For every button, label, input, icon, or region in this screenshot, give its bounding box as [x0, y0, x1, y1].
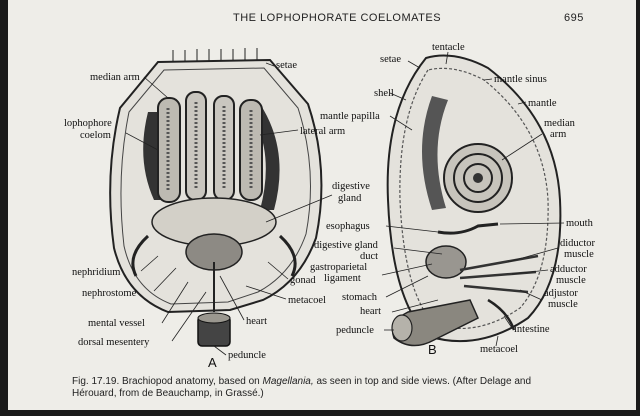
label-b-stomach: stomach — [342, 292, 378, 303]
label-b-adductor-1: adductor — [550, 264, 587, 275]
label-a-median-arm: median arm — [90, 72, 140, 83]
label-a-mental-vessel: mental vessel — [88, 318, 145, 329]
label-a-peduncle: peduncle — [228, 350, 266, 361]
label-b-adjustor-1: adjustor — [544, 288, 578, 299]
label-a-nephrostome: nephrostome — [82, 288, 137, 299]
label-a-gonad: gonad — [290, 275, 316, 286]
panel-b-letter: B — [428, 342, 437, 357]
label-b-mouth: mouth — [566, 218, 594, 229]
panel-a-inner-margin — [120, 67, 311, 305]
label-b-heart: heart — [360, 306, 381, 317]
label-b-shell: shell — [374, 88, 394, 99]
panel-a-peduncle — [197, 312, 231, 347]
panel-b-shell-inner — [399, 67, 549, 330]
caption-prefix: Fig. 17.19. Brachiopod anatomy, based on — [72, 376, 260, 387]
label-b-intestine: intestine — [514, 324, 550, 335]
caption-line2: Hérouard, from de Beauchamp, in Grassé.) — [72, 388, 264, 399]
panel-a-setae — [172, 48, 258, 62]
label-b-median-2: arm — [550, 129, 566, 140]
label-a-lateral-arm: lateral arm — [300, 126, 345, 137]
label-a-nephridium: nephridium — [72, 267, 120, 278]
page-number: 695 — [564, 12, 584, 24]
label-a-lophophore: lophophore — [64, 118, 112, 129]
label-b-median-1: median — [544, 118, 576, 129]
panel-b-drawing — [386, 54, 562, 347]
figure-caption: Fig. 17.19. Brachiopod anatomy, based on… — [72, 376, 592, 400]
label-a-dorsal-mesentery: dorsal mesentery — [78, 337, 150, 348]
label-b-esophagus: esophagus — [326, 221, 370, 232]
panel-a-leaders — [125, 62, 333, 356]
caption-middle: as seen in top and side views. (After De… — [316, 376, 532, 387]
label-a-heart: heart — [246, 316, 267, 327]
label-b-gastroparietal-2: ligament — [324, 273, 361, 284]
book-page: THE LOPHOPHORATE COELOMATES 695 — [8, 0, 636, 410]
panel-a-viscera — [131, 197, 297, 312]
label-b-mantle-papilla: mantle papilla — [320, 111, 380, 122]
caption-genus: Magellania, — [262, 376, 314, 387]
label-a-metacoel: metacoel — [288, 295, 326, 306]
label-b-diductor-1: diductor — [560, 238, 595, 249]
panel-b-lophophore — [422, 96, 513, 213]
label-a-setae: setae — [276, 60, 297, 71]
label-b-digestive-duct-2: duct — [360, 251, 378, 262]
panel-a-letter: A — [208, 355, 217, 370]
label-a-digestive-1: digestive — [332, 181, 370, 192]
label-a-digestive-2: gland — [338, 193, 362, 204]
panel-b-leaders — [381, 51, 565, 347]
panel-a-drawing — [109, 48, 323, 347]
label-b-metacoel: metacoel — [480, 344, 518, 355]
label-a-coelom: coelom — [80, 130, 111, 141]
label-b-adductor-2: muscle — [556, 275, 586, 286]
label-b-mantle: mantle — [528, 98, 557, 109]
running-head: THE LOPHOPHORATE COELOMATES — [233, 12, 442, 24]
label-b-diductor-2: muscle — [564, 249, 594, 260]
label-b-adjustor-2: muscle — [548, 299, 578, 310]
label-b-digestive-duct-1: digestive gland — [314, 240, 379, 251]
label-b-peduncle: peduncle — [336, 325, 374, 336]
label-b-tentacle: tentacle — [432, 42, 465, 53]
panel-b-gut — [425, 222, 539, 331]
panel-b-peduncle — [391, 299, 479, 347]
label-b-setae: setae — [380, 54, 401, 65]
brachiopod-figure: setae median arm lophophore coelom later… — [64, 42, 595, 370]
label-b-gastroparietal-1: gastroparietal — [310, 262, 367, 273]
label-b-mantle-sinus: mantle sinus — [494, 74, 547, 85]
